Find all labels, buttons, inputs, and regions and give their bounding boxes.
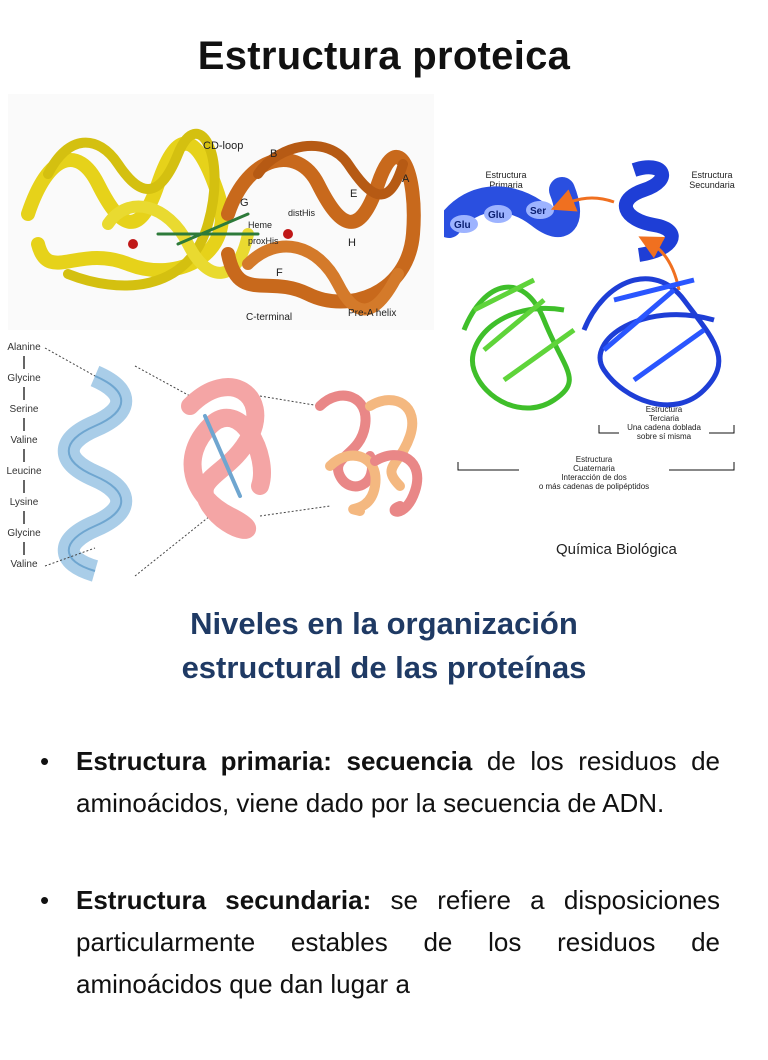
bullet-text: se refiere a disposiciones particularmen… (76, 885, 720, 999)
amino-acid-label: Glycine (7, 528, 41, 539)
residue-label: Glu (454, 220, 471, 231)
hemo-label: G (240, 197, 249, 209)
bullet-term: secuencia (331, 746, 473, 776)
page-title: Estructura proteica (197, 34, 571, 78)
hemo-label: B (270, 148, 277, 160)
hemo-label: CD-loop (203, 140, 243, 152)
amino-acid-label: Glycine (7, 373, 41, 384)
hemo-label: F (276, 267, 283, 279)
residue-label: Ser (530, 206, 546, 217)
amino-acid-label: Valine (10, 435, 37, 446)
bullet-dot: • (40, 885, 50, 915)
hemo-label: distHis (288, 208, 316, 218)
residue-label: Glu (488, 210, 505, 221)
figure-caption: Química Biológica (556, 541, 677, 558)
hemo-label: H (348, 237, 356, 249)
list-item: • Estructura primaria: secuencia de los … (40, 740, 720, 824)
subtitle-line: Niveles en la organización (190, 606, 578, 641)
amino-acid-label: Leucine (6, 466, 41, 477)
hemo-label: Pre-A helix (348, 308, 396, 319)
hemo-label: proxHis (248, 236, 279, 246)
bullet-term: Estructura primaria: (76, 746, 332, 776)
hemo-label: A (402, 173, 410, 185)
amino-acid-label: Lysine (10, 497, 39, 508)
hemoglobin-ribbon-image: CD-loop B E A G distHis Heme proxHis H F… (8, 94, 434, 330)
subtitle-line: estructural de las proteínas (181, 650, 587, 685)
hemo-label: E (350, 188, 357, 200)
amino-acid-label: Alanine (7, 342, 41, 353)
list-item: • Estructura secundaria: se refiere a di… (40, 879, 720, 1005)
bullet-dot: • (40, 746, 50, 776)
hemo-label: C-terminal (246, 312, 292, 323)
section-subtitle: Niveles en la organización estructural d… (0, 602, 768, 690)
amino-acid-label: Valine (10, 559, 37, 570)
amino-acid-label: Serine (10, 404, 39, 415)
bullet-text: de los residuos de aminoácidos, viene da… (76, 746, 720, 818)
bullet-term: Estructura secundaria: (76, 885, 372, 915)
hemo-label: Heme (248, 220, 272, 230)
bullet-list: • Estructura primaria: secuencia de los … (40, 740, 720, 1060)
